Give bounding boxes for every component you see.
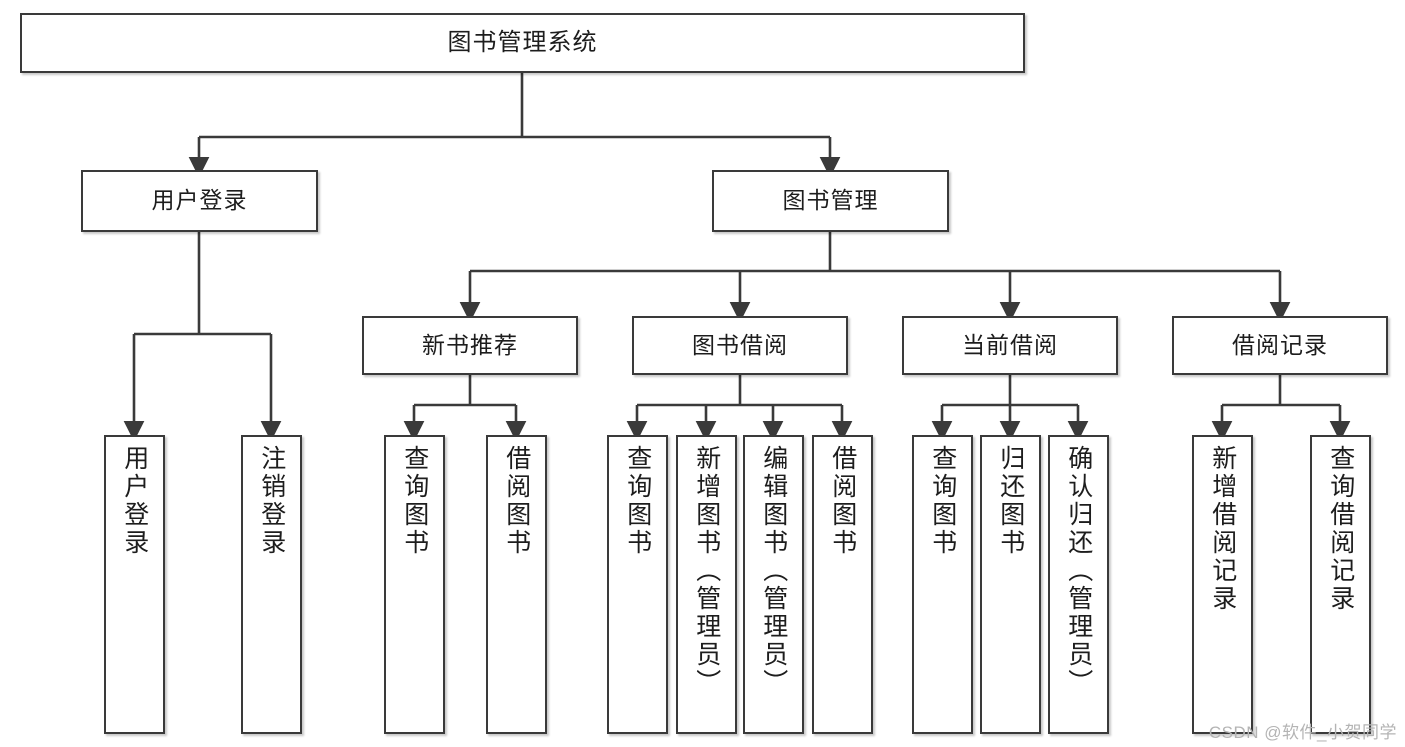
leaf-current-return-book[interactable]: 归还图书 [980, 435, 1041, 734]
node-current-borrow[interactable]: 当前借阅 [902, 316, 1118, 375]
leaf-newbook-borrow-book-label: 借阅图书 [502, 445, 531, 557]
leaf-borrow-edit-book-admin[interactable]: 编辑图书（管理员） [743, 435, 804, 734]
node-new-book-recommend[interactable]: 新书推荐 [362, 316, 578, 375]
leaf-logout-label: 注销登录 [257, 445, 286, 557]
node-new-book-recommend-label: 新书推荐 [422, 331, 518, 358]
node-book-borrow-label: 图书借阅 [692, 331, 788, 358]
leaf-current-return-book-label: 归还图书 [996, 445, 1025, 557]
node-user-login-label: 用户登录 [151, 187, 248, 214]
leaf-borrow-edit-book-admin-label: 编辑图书（管理员） [759, 445, 788, 697]
leaf-record-add-record[interactable]: 新增借阅记录 [1192, 435, 1253, 734]
csdn-watermark: CSDN @软件_小贺同学 [1208, 723, 1397, 742]
leaf-borrow-query-book[interactable]: 查询图书 [607, 435, 668, 734]
leaf-borrow-borrow-book[interactable]: 借阅图书 [812, 435, 873, 734]
node-root-label: 图书管理系统 [447, 28, 598, 56]
leaf-current-query-book[interactable]: 查询图书 [912, 435, 973, 734]
leaf-logout[interactable]: 注销登录 [241, 435, 302, 734]
leaf-user-login[interactable]: 用户登录 [104, 435, 165, 734]
node-book-borrow[interactable]: 图书借阅 [632, 316, 848, 375]
leaf-record-add-record-label: 新增借阅记录 [1208, 445, 1237, 613]
leaf-borrow-add-book-admin[interactable]: 新增图书（管理员） [676, 435, 737, 734]
leaf-record-query-record[interactable]: 查询借阅记录 [1310, 435, 1371, 734]
node-borrow-record[interactable]: 借阅记录 [1172, 316, 1388, 375]
leaf-newbook-borrow-book[interactable]: 借阅图书 [486, 435, 547, 734]
leaf-newbook-query-book[interactable]: 查询图书 [384, 435, 445, 734]
node-root[interactable]: 图书管理系统 [20, 13, 1025, 73]
leaf-borrow-borrow-book-label: 借阅图书 [828, 445, 857, 557]
leaf-borrow-add-book-admin-label: 新增图书（管理员） [692, 445, 721, 697]
node-book-management[interactable]: 图书管理 [712, 170, 949, 232]
leaf-current-query-book-label: 查询图书 [928, 445, 957, 557]
leaf-borrow-query-book-label: 查询图书 [623, 445, 652, 557]
leaf-record-query-record-label: 查询借阅记录 [1326, 445, 1355, 613]
leaf-user-login-label: 用户登录 [120, 445, 149, 557]
leaf-current-confirm-return-admin-label: 确认归还（管理员） [1064, 445, 1093, 697]
node-borrow-record-label: 借阅记录 [1232, 331, 1328, 358]
leaf-current-confirm-return-admin[interactable]: 确认归还（管理员） [1048, 435, 1109, 734]
leaf-newbook-query-book-label: 查询图书 [400, 445, 429, 557]
node-user-login[interactable]: 用户登录 [81, 170, 318, 232]
node-current-borrow-label: 当前借阅 [962, 331, 1058, 358]
node-book-management-label: 图书管理 [782, 187, 879, 214]
